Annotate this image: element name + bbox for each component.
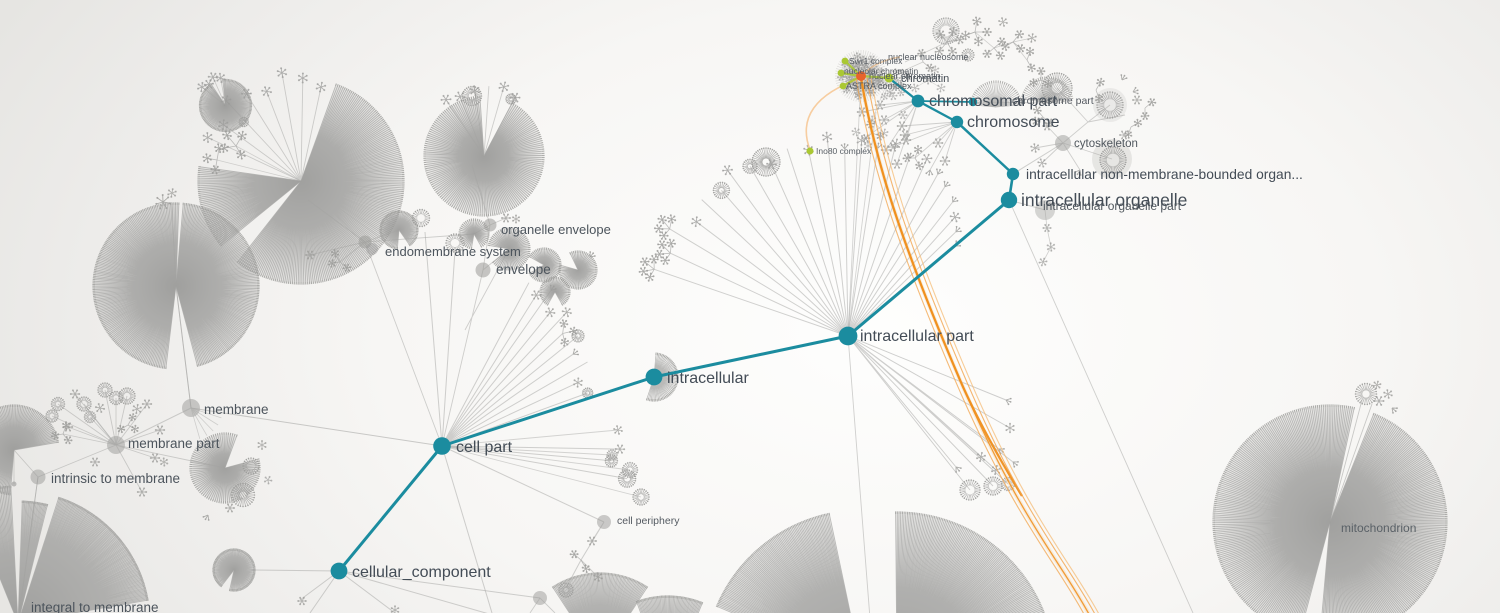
svg-text:intracellular organelle: intracellular organelle: [1021, 190, 1187, 210]
svg-text:chromosome: chromosome: [967, 114, 1060, 131]
svg-text:membrane: membrane: [204, 402, 269, 417]
svg-text:Swr1 complex: Swr1 complex: [849, 56, 903, 66]
svg-text:endomembrane system: endomembrane system: [385, 244, 521, 259]
svg-text:ASTRA complex: ASTRA complex: [846, 81, 912, 91]
svg-text:nuclear nucleosome: nuclear nucleosome: [888, 52, 969, 62]
svg-text:cell part: cell part: [456, 439, 513, 456]
svg-text:chromatin: chromatin: [901, 73, 949, 85]
svg-text:intracellular organelle part: intracellular organelle part: [1043, 199, 1182, 213]
svg-text:intracellular non-membrane-bou: intracellular non-membrane-bounded organ…: [1026, 167, 1303, 182]
svg-text:nucleolar chromatin: nucleolar chromatin: [844, 66, 918, 76]
svg-text:intracellular part: intracellular part: [860, 328, 974, 345]
svg-text:integral to membrane: integral to membrane: [31, 600, 159, 613]
svg-text:intracellular: intracellular: [667, 370, 749, 387]
svg-text:cell periphery: cell periphery: [617, 515, 680, 527]
svg-text:organelle envelope: organelle envelope: [501, 222, 611, 237]
svg-text:intrinsic to membrane: intrinsic to membrane: [51, 471, 180, 486]
svg-text:membrane part: membrane part: [128, 436, 220, 451]
svg-text:chromosome part: chromosome part: [1012, 95, 1094, 107]
svg-text:Ino80 complex: Ino80 complex: [816, 146, 872, 156]
svg-text:nuclear chromatin: nuclear chromatin: [869, 71, 941, 81]
svg-text:cytoskeleton: cytoskeleton: [1074, 138, 1138, 150]
svg-text:cellular_component: cellular_component: [352, 564, 491, 581]
svg-text:mitochondrion: mitochondrion: [1341, 521, 1416, 535]
svg-text:chromosomal part: chromosomal part: [929, 93, 1058, 110]
svg-text:envelope: envelope: [496, 262, 551, 277]
